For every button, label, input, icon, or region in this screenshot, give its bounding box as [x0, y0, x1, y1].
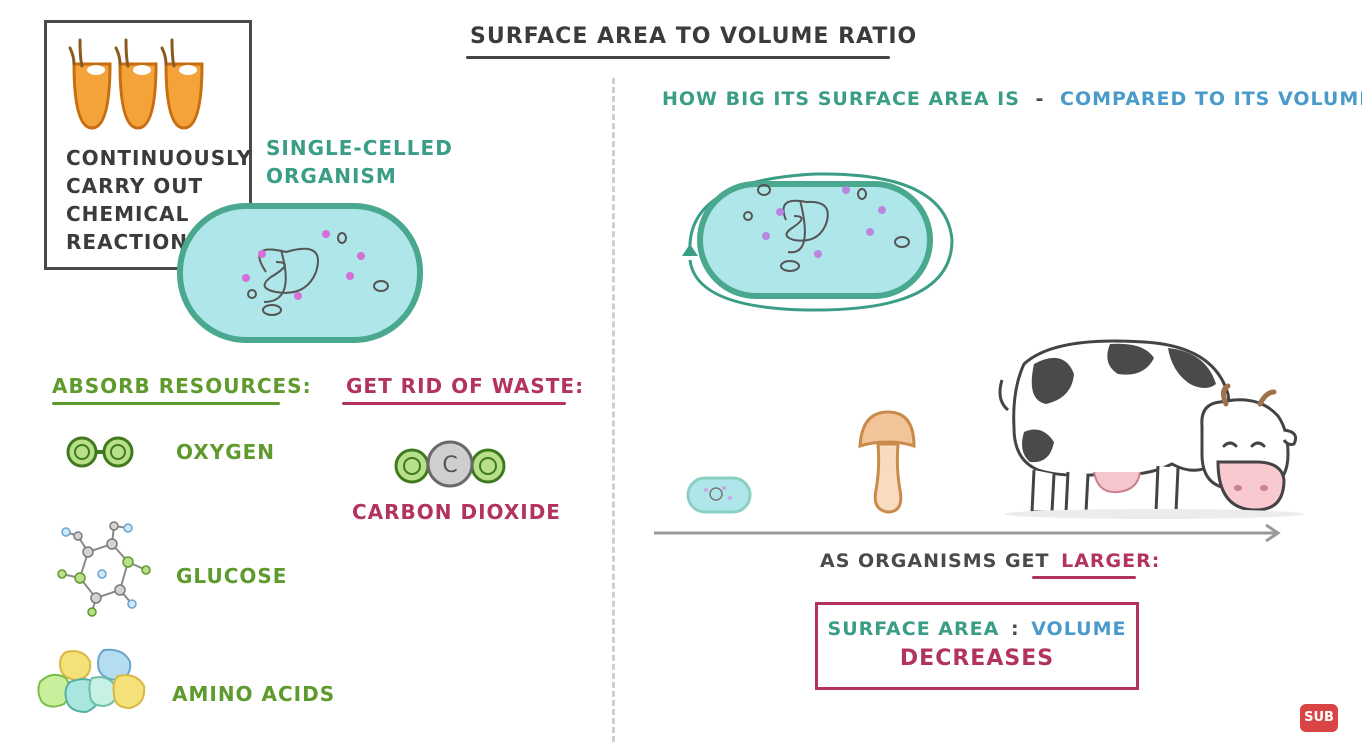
organism-label-line-1: SINGLE-CELLED — [266, 136, 453, 160]
carbon-symbol: C — [442, 453, 457, 478]
title-underline — [466, 56, 890, 59]
test-tubes-icon — [68, 38, 204, 130]
oxygen-molecule-icon — [66, 436, 134, 468]
amino-acids-label: AMINO ACIDS — [172, 682, 336, 706]
ratio-heading-surface: HOW BIG ITS SURFACE AREA IS — [662, 88, 1020, 110]
reactions-line-1: CONTINUOUSLY — [66, 146, 253, 170]
oxygen-label: OXYGEN — [176, 440, 276, 464]
ratio-heading-volume: COMPARED TO ITS VOLUME — [1060, 88, 1362, 110]
waste-underline — [342, 402, 566, 405]
sub-badge[interactable]: SUB — [1300, 704, 1338, 732]
ratio-heading-dash: - — [1035, 88, 1045, 110]
panel-divider — [612, 78, 615, 742]
organism-label-line-2: ORGANISM — [266, 164, 397, 188]
small-cell-icon — [686, 476, 752, 514]
ratio-result-box — [815, 602, 1139, 690]
result-volume: VOLUME — [1031, 618, 1127, 640]
reactions-line-4: REACTIONS — [66, 230, 204, 254]
reactions-box — [44, 20, 252, 270]
scale-caption-emphasis: LARGER: — [1061, 550, 1161, 572]
reactions-text: CONTINUOUSLY CARRY OUT CHEMICAL REACTION… — [66, 144, 252, 256]
scale-caption: AS ORGANISMS GET LARGER: — [820, 550, 1160, 572]
carbon-dioxide-label: CARBON DIOXIDE — [352, 500, 561, 524]
waste-heading: GET RID OF WASTE: — [346, 374, 585, 398]
result-surface-area: SURFACE AREA — [827, 618, 1000, 640]
organism-label: SINGLE-CELLED ORGANISM — [266, 134, 453, 190]
glucose-label: GLUCOSE — [176, 564, 288, 588]
single-cell-illustration — [177, 203, 423, 343]
reactions-line-2: CARRY OUT — [66, 174, 204, 198]
cow-icon — [998, 339, 1304, 519]
ratio-heading: HOW BIG ITS SURFACE AREA IS - COMPARED T… — [662, 88, 1362, 110]
carbon-dioxide-molecule-icon: C — [394, 440, 506, 488]
reactions-line-3: CHEMICAL — [66, 202, 190, 226]
page-title: SURFACE AREA TO VOLUME RATIO — [470, 24, 918, 49]
glucose-molecule-icon — [57, 521, 151, 617]
larger-underline — [1032, 576, 1136, 579]
scale-caption-prefix: AS ORGANISMS GET — [820, 550, 1050, 572]
ratio-result-line: SURFACE AREA : VOLUME — [815, 618, 1139, 640]
mushroom-icon — [858, 410, 916, 514]
size-scale-arrow — [654, 523, 1281, 543]
absorb-underline — [52, 402, 280, 405]
result-colon: : — [1010, 618, 1020, 640]
cell-surface-arrow-illustration — [682, 172, 954, 312]
amino-acids-icon — [37, 648, 146, 714]
result-verdict: DECREASES — [899, 646, 1055, 671]
absorb-heading: ABSORB RESOURCES: — [52, 374, 312, 398]
